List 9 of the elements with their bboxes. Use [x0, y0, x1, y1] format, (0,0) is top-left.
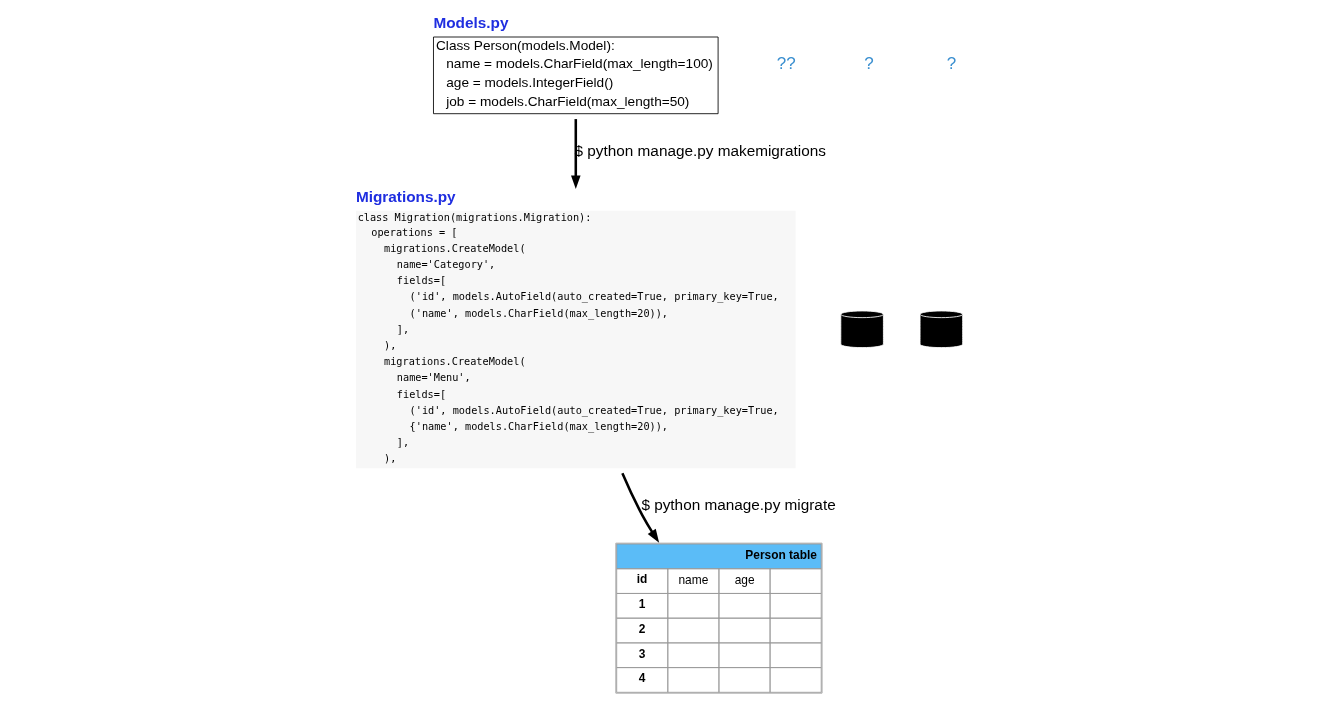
label: ?: [946, 54, 957, 74]
arrow: [621, 472, 660, 543]
node-label: Models.py: [433, 13, 509, 31]
node-box: Class Person(models.Model): name = models.CharField(max_length=100) age = models.IntegerField() job = models.CharField(max_length=50): [433, 36, 719, 115]
arrow: [571, 119, 581, 190]
node-label: Migrations.py: [355, 187, 456, 205]
edge-label: $ python manage.py migrate: [641, 496, 836, 514]
label: ??: [776, 54, 796, 74]
label: ?: [864, 54, 874, 74]
